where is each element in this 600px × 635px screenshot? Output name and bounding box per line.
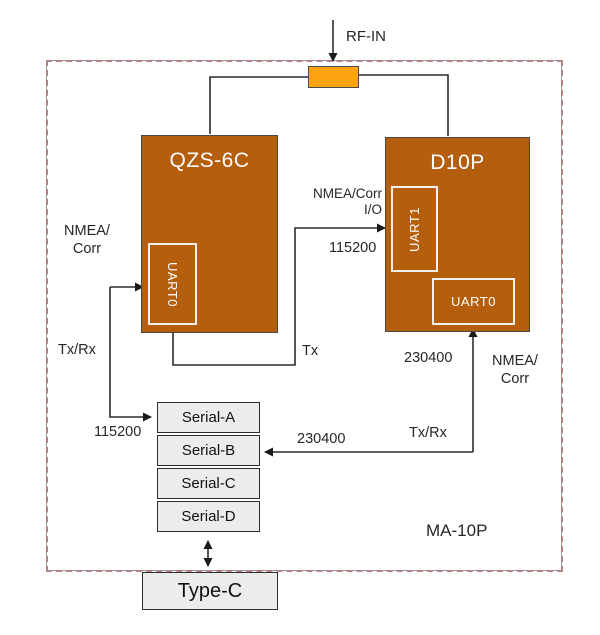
mid-baud-label: 115200 [329,240,377,256]
splitter-to-qzs-wire [209,76,308,134]
serial-d-label: Serial-D [181,508,236,525]
mid-nmea-io-label: NMEA/Corr I/O [312,186,382,217]
left-nmea-corr-label: NMEA/ Corr [64,223,110,257]
serial-c-label: Serial-C [181,475,236,492]
serial-b-box: Serial-B [157,435,260,466]
splitter-to-d10p-wire [359,74,449,136]
qzs-uart0-block: UART0 [148,243,197,325]
d10p-uart0-label: UART0 [451,294,496,309]
antenna-splitter-block [308,66,359,88]
qzs-6c-title: QZS-6C [169,149,250,172]
serial-a-box: Serial-A [157,402,260,433]
serial-a-label: Serial-A [181,409,236,426]
qzs-uart0-label: UART0 [164,261,180,307]
ma-10p-label: MA-10P [426,521,488,540]
serial-c-box: Serial-C [157,468,260,499]
d10p-uart1-block: UART1 [391,186,438,272]
mid-tx-label: Tx [302,343,319,359]
qzs-6c-block: QZS-6C UART0 [141,135,278,333]
right-baud-label: 230400 [404,350,453,366]
left-baud-label: 115200 [94,424,142,440]
type-c-box: Type-C [142,572,278,610]
wire-to-serial-a [109,287,152,422]
right-nmea-corr-label: NMEA/ Corr [492,353,538,387]
bottom-baud-label: 230400 [297,431,346,447]
qzs-tx-to-d10p-uart1 [172,223,386,366]
d10p-block: D10P UART1 UART0 [385,137,530,332]
rf-in-label: RF-IN [346,28,386,45]
d10p-title: D10P [430,151,485,174]
d10p-uart0-block: UART0 [432,278,515,325]
right-txrx-label: Tx/Rx [409,425,447,441]
serial-b-label: Serial-B [181,442,236,459]
serial-d-box: Serial-D [157,501,260,532]
left-txrx-label: Tx/Rx [58,342,96,358]
type-c-label: Type-C [177,579,243,602]
d10p-uart1-label: UART1 [407,206,423,252]
